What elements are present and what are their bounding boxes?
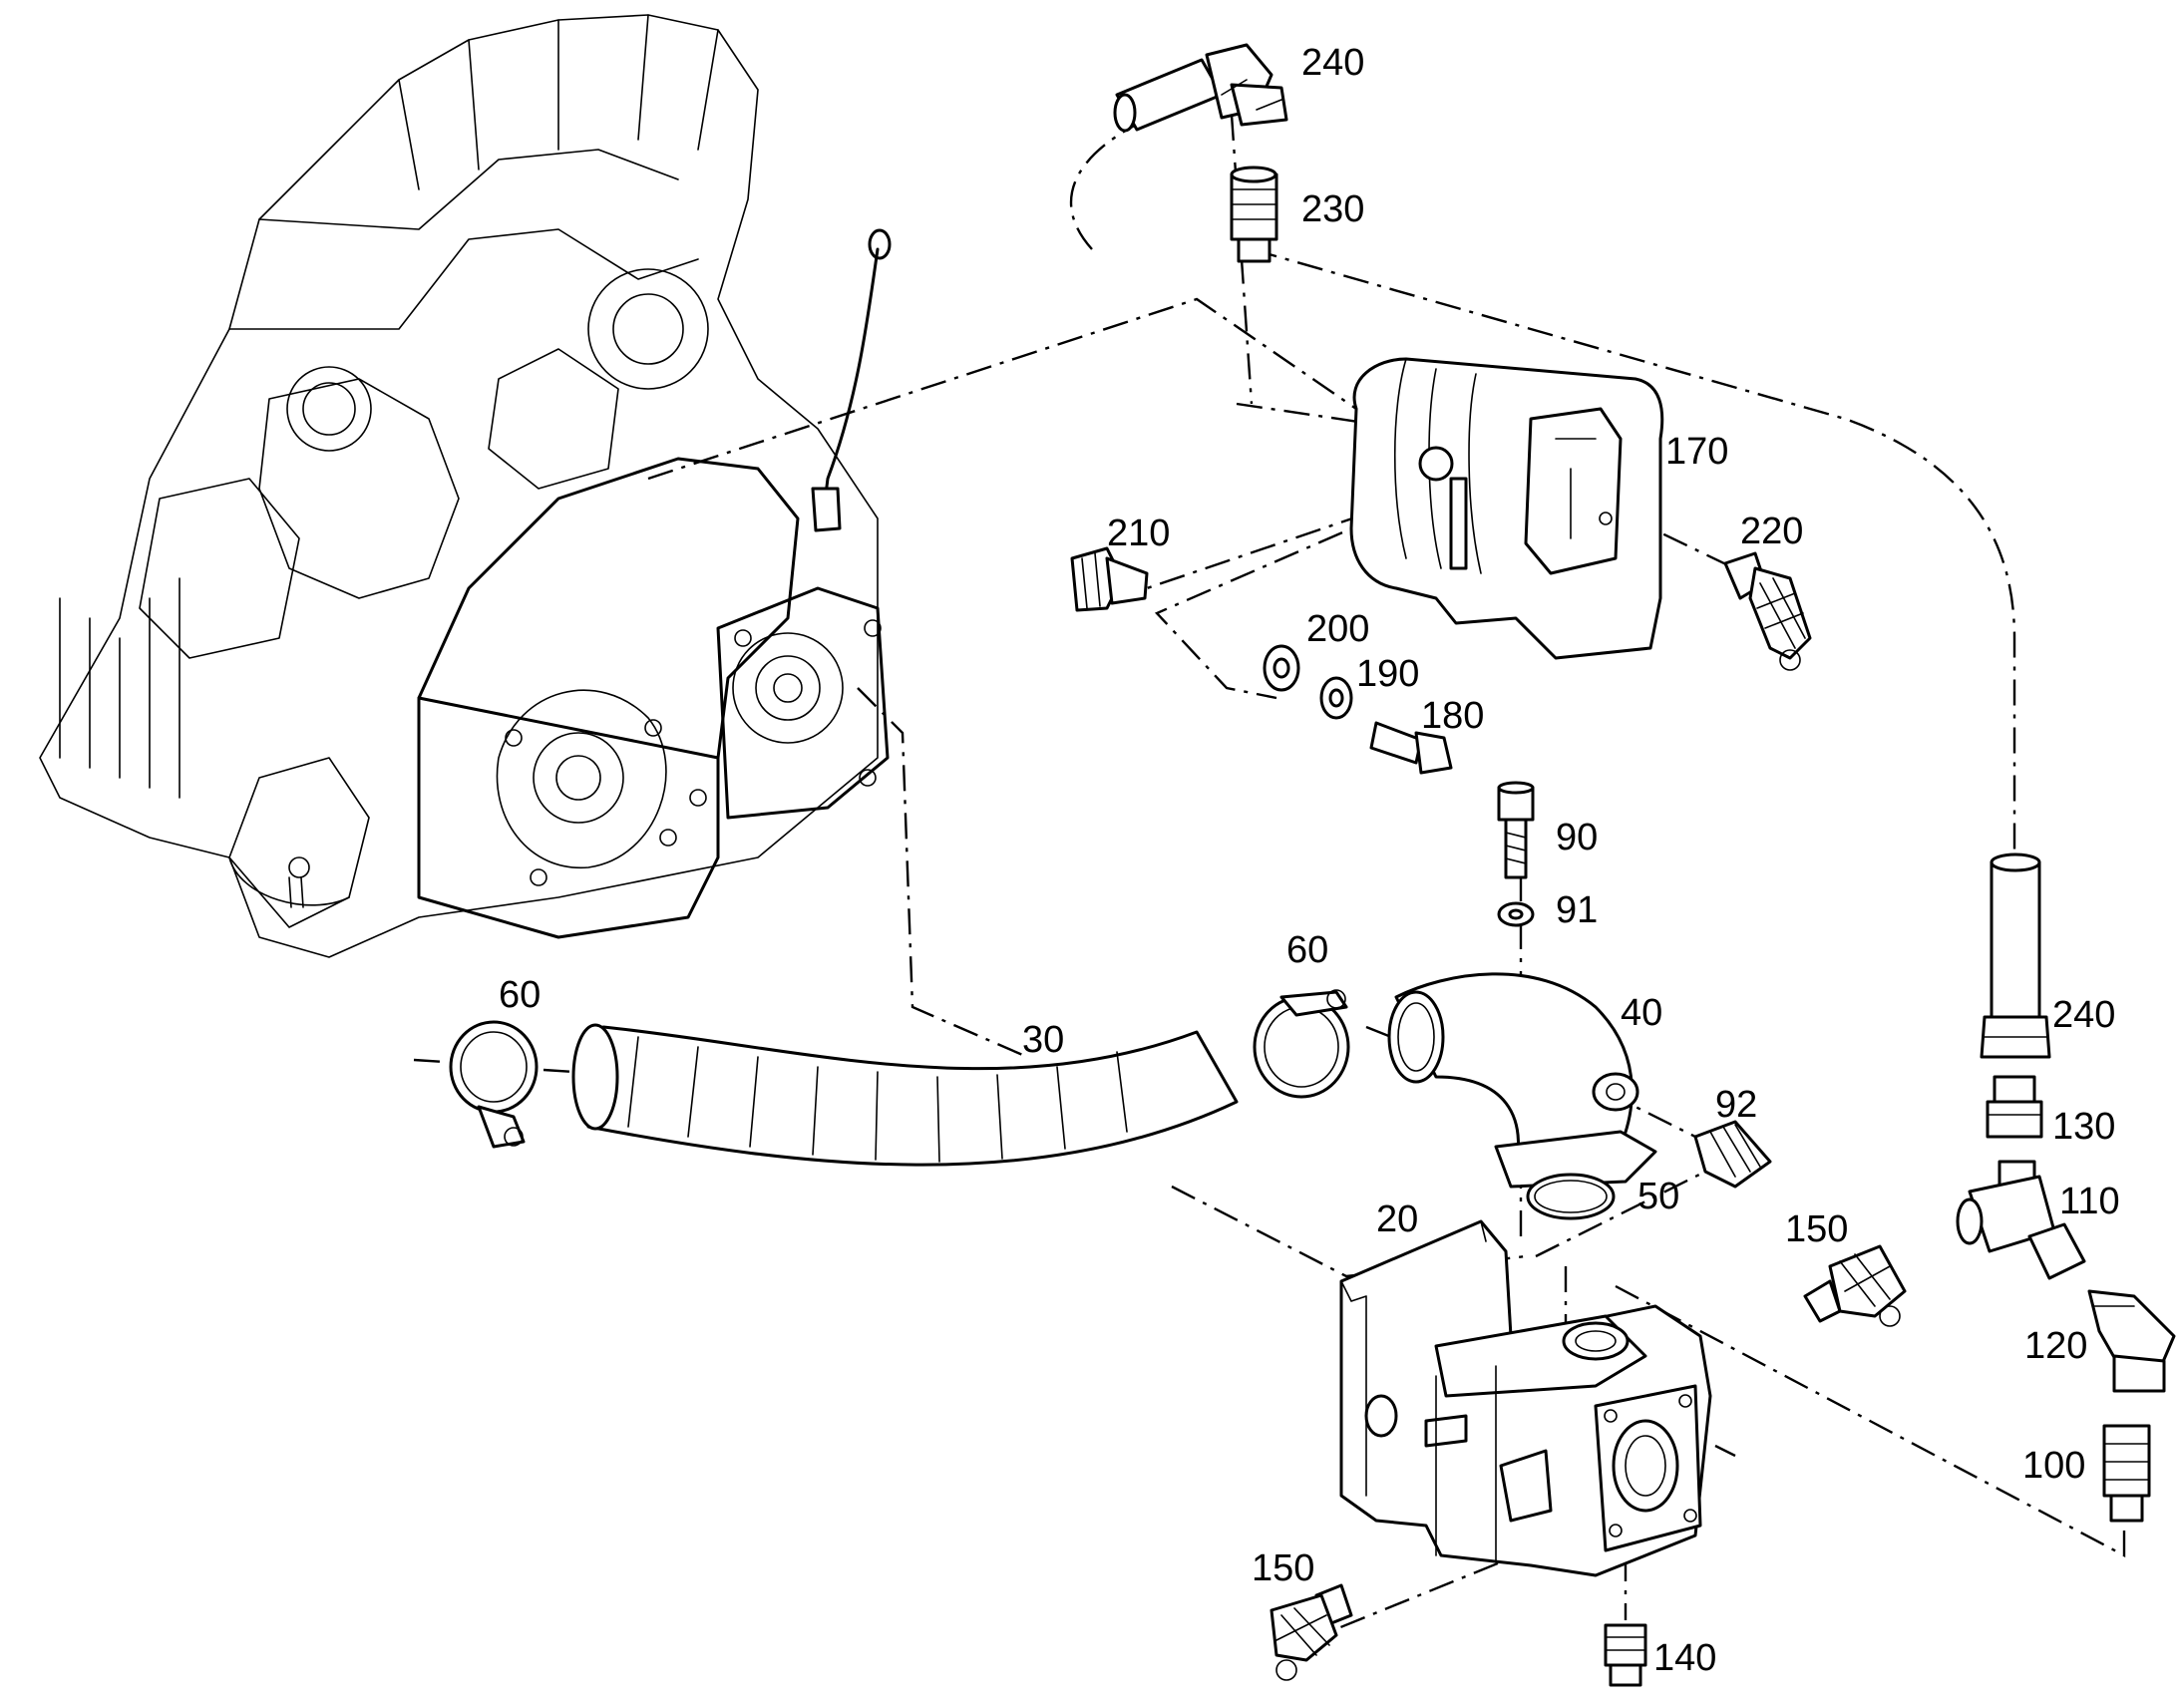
callout-240-top: 240 xyxy=(1301,42,1364,84)
part-170-housing xyxy=(1349,357,1664,660)
part-180-bolt xyxy=(1369,721,1453,775)
callout-190: 190 xyxy=(1356,653,1419,695)
callout-110: 110 xyxy=(2059,1181,2120,1222)
callout-60-left: 60 xyxy=(499,974,541,1016)
part-100-fitting xyxy=(2102,1424,2151,1523)
part-220-nipple xyxy=(1723,551,1812,671)
callout-130: 130 xyxy=(2052,1106,2115,1148)
part-30-hose xyxy=(571,1023,1239,1167)
part-90-screw xyxy=(1497,781,1535,879)
callout-230: 230 xyxy=(1301,188,1364,230)
part-200-washer xyxy=(1263,644,1300,692)
part-92-plug xyxy=(1693,1120,1772,1189)
callout-20: 20 xyxy=(1376,1198,1418,1240)
part-60-clamp-left xyxy=(449,1020,539,1149)
leader-lines xyxy=(413,113,2126,1647)
callout-90: 90 xyxy=(1556,817,1598,858)
part-240-hose-right xyxy=(1980,853,2051,1059)
part-60-clamp-right xyxy=(1253,989,1350,1099)
engine-assembly xyxy=(39,14,892,958)
callout-100: 100 xyxy=(2022,1445,2085,1487)
callout-220: 220 xyxy=(1740,511,1803,552)
part-150-nipple-left xyxy=(1270,1583,1353,1681)
callout-170: 170 xyxy=(1665,431,1728,473)
part-140-fitting xyxy=(1604,1623,1647,1687)
part-20-pump xyxy=(1339,1219,1712,1577)
callout-60-right: 60 xyxy=(1286,929,1328,971)
callout-200: 200 xyxy=(1306,608,1369,650)
part-210-plug xyxy=(1070,546,1149,612)
callout-92: 92 xyxy=(1715,1084,1757,1126)
callout-180: 180 xyxy=(1421,695,1484,737)
callout-40: 40 xyxy=(1621,992,1662,1034)
callout-140: 140 xyxy=(1653,1637,1716,1679)
part-120-elbow xyxy=(2087,1289,2176,1393)
part-150-nipple-right xyxy=(1803,1244,1907,1327)
callout-labels: 240 230 170 210 220 200 190 180 90 91 60… xyxy=(499,42,2120,1679)
part-230-fitting xyxy=(1230,166,1278,263)
callout-50: 50 xyxy=(1637,1176,1679,1217)
part-110-tee xyxy=(1956,1160,2086,1280)
callout-91: 91 xyxy=(1556,889,1598,931)
callout-150-left: 150 xyxy=(1252,1547,1314,1589)
callout-210: 210 xyxy=(1107,512,1170,554)
callout-150-right: 150 xyxy=(1785,1208,1848,1250)
part-240-elbow-top xyxy=(1113,43,1288,133)
part-130-adapter xyxy=(1986,1075,2043,1139)
part-190-washer xyxy=(1319,676,1353,720)
callout-120: 120 xyxy=(2024,1325,2087,1367)
part-50-o-ring xyxy=(1526,1173,1616,1220)
part-40-elbow xyxy=(1387,972,1657,1198)
callout-30: 30 xyxy=(1022,1019,1064,1061)
callout-240-right: 240 xyxy=(2052,994,2115,1036)
part-91-washer xyxy=(1497,901,1535,927)
